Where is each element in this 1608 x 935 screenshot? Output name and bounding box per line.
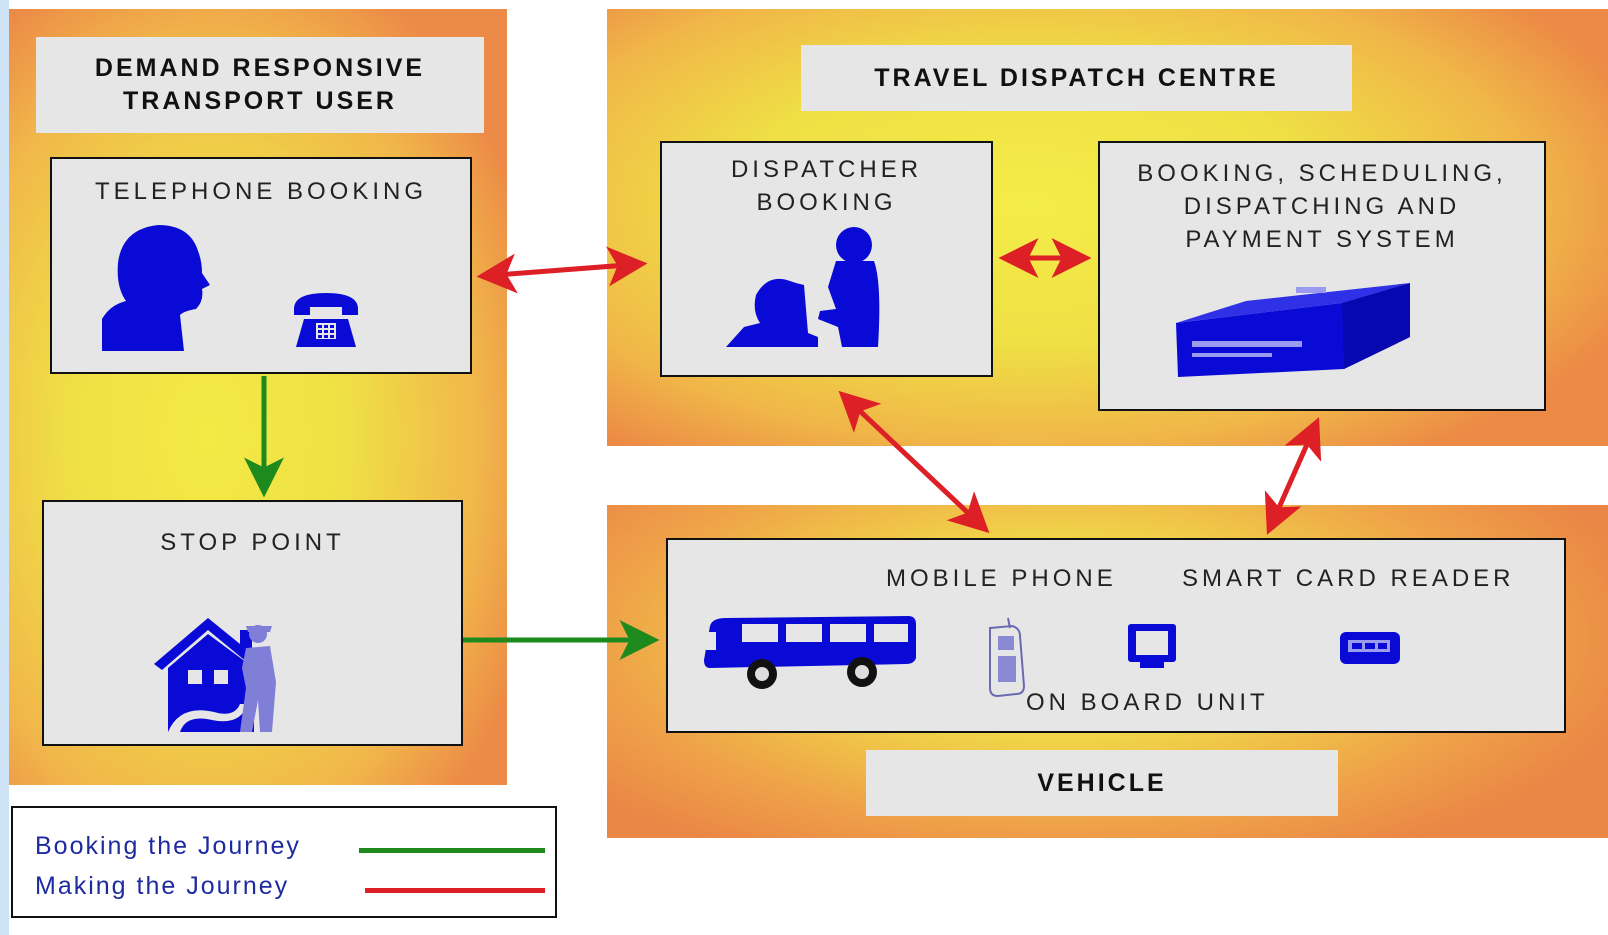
on-board-unit-label: ON BOARD UNIT [1026,689,1269,716]
arrow-dispatcher-onboard [838,390,990,534]
arrow-telephone-dispatcher [476,246,648,294]
legend-making-label: Making the Journey [35,872,290,900]
telephone-icon [294,293,358,347]
telephone-booking-box: TELEPHONE BOOKING [50,157,472,374]
legend-booking-label: Booking the Journey [35,832,301,860]
user-zone-title: DEMAND RESPONSIVE TRANSPORT USER [36,37,484,133]
mobile-phone-label: MOBILE PHONE [886,565,1117,592]
booking-system-box: BOOKING, SCHEDULING, DISPATCHING AND PAY… [1098,141,1546,411]
dispatcher-person-icon [726,227,880,347]
telephone-booking-label: TELEPHONE BOOKING [94,178,428,205]
system-label-line1: BOOKING, SCHEDULING, [1137,160,1507,187]
page-edge-strip [0,0,9,935]
on-board-unit-box: MOBILE PHONE SMART CARD READER ON BOARD … [666,538,1566,733]
arrow-system-onboard [1264,417,1322,535]
server-computer-icon [1176,283,1410,377]
dispatcher-booking-label: DISPATCHER BOOKING [662,153,991,219]
dispatcher-label-line1: DISPATCHER [730,156,923,183]
legend-making-line [365,888,545,893]
dispatcher-booking-box: DISPATCHER BOOKING [660,141,993,377]
user-zone-title-line1: DEMAND RESPONSIVE [94,54,426,82]
legend-booking-line [359,848,545,853]
user-zone-title-line2: TRANSPORT USER [123,87,397,115]
stop-point-box: STOP POINT [42,500,463,746]
booking-system-label: BOOKING, SCHEDULING, DISPATCHING AND PAY… [1100,157,1544,256]
system-label-line3: PAYMENT SYSTEM [1185,226,1459,253]
bus-icon [704,616,916,689]
smart-card-reader-label: SMART CARD READER [1182,565,1515,592]
legend: Booking the Journey Making the Journey [11,806,557,918]
smart-card-reader-icon [1340,632,1400,664]
monitor-icon [1128,624,1176,668]
house-stop-icon [154,618,276,732]
system-label-line2: DISPATCHING AND [1183,193,1461,220]
vehicle-zone-title: VEHICLE [866,750,1338,816]
person-head-icon [102,225,210,351]
stop-point-label: STOP POINT [160,529,345,556]
dispatcher-label-line2: BOOKING [756,189,897,216]
dispatch-centre-title: TRAVEL DISPATCH CENTRE [801,45,1352,111]
mobile-phone-icon [989,617,1026,698]
